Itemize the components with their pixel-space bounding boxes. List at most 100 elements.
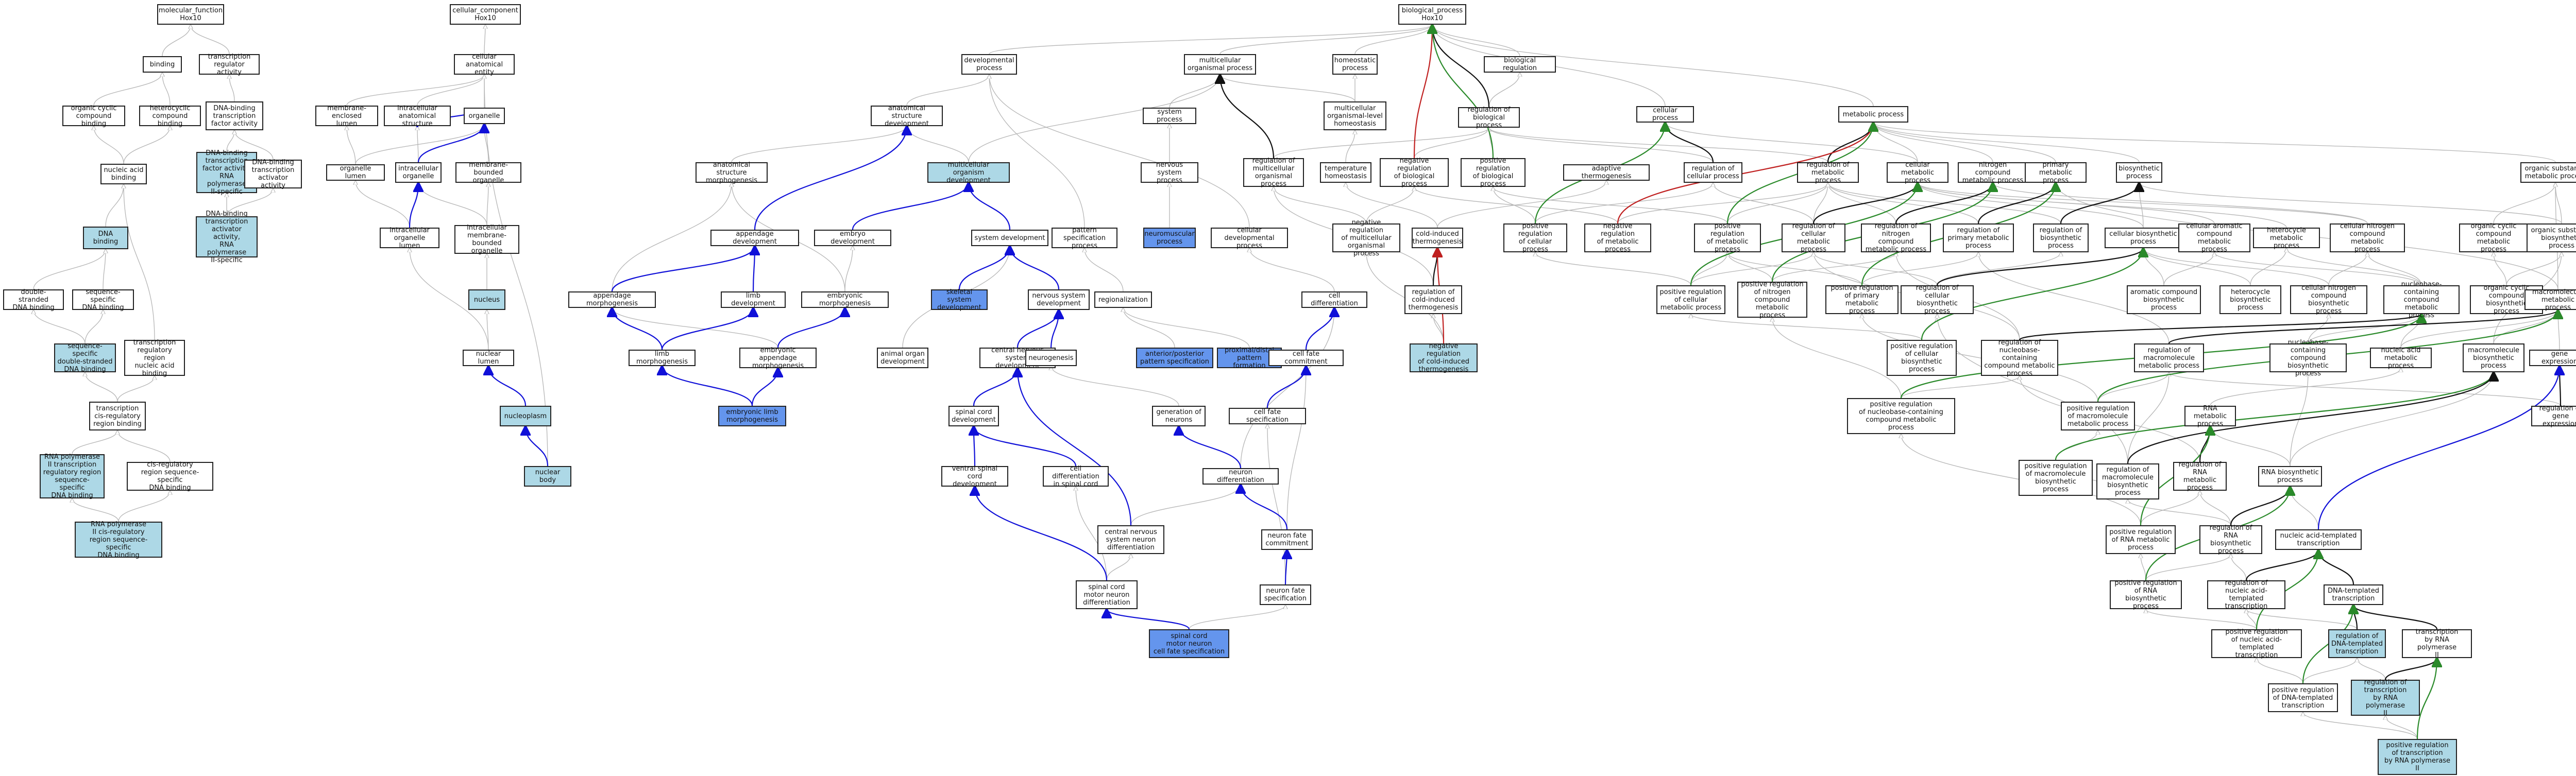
go-term-nuclumen[interactable]: nuclear lumen — [463, 350, 514, 366]
go-term-cncbiosyn[interactable]: cellular nitrogen compound biosynthetic … — [2290, 284, 2367, 315]
go-term-ias[interactable]: intracellular anatomical structure — [384, 105, 451, 128]
go-term-temphom[interactable]: temperature homeostasis — [1320, 162, 1371, 183]
go-term-sysdev[interactable]: system development — [971, 230, 1048, 246]
go-term-posregmacrobiosyn[interactable]: positive regulation of macromolecule bio… — [2019, 460, 2093, 496]
go-term-regmop[interactable]: regulation of multicellular organismal p… — [1243, 157, 1304, 188]
go-term-binding[interactable]: binding — [143, 56, 182, 73]
go-term-regrnamp[interactable]: regulation of RNA metabolic process — [2173, 461, 2227, 492]
go-term-osbiosyn[interactable]: organic substance biosynthetic process — [2527, 223, 2576, 252]
go-term-asm[interactable]: anatomical structure morphogenesis — [696, 161, 768, 184]
go-term-bp[interactable]: biological_process Hox10 — [1398, 4, 1466, 25]
go-term-dnatrans[interactable]: DNA-templated transcription — [2324, 584, 2383, 605]
go-term-ncmp[interactable]: nitrogen compound metabolic process — [1958, 161, 2028, 184]
go-term-treg[interactable]: transcription regulator activity — [199, 53, 260, 76]
go-term-transpol2[interactable]: transcription by RNA polymerase II — [2402, 628, 2472, 659]
go-term-limbdev[interactable]: limb development — [721, 291, 786, 308]
go-term-regnbcmp[interactable]: regulation of nucleobase-containing comp… — [1981, 339, 2058, 377]
go-term-devproc[interactable]: developmental process — [961, 54, 1017, 75]
go-term-rnamp[interactable]: RNA metabolic process — [2184, 405, 2236, 428]
go-term-celldiff[interactable]: cell differentiation — [1301, 291, 1367, 308]
go-term-cellmp[interactable]: cellular metabolic process — [1887, 161, 1948, 184]
go-term-nfs[interactable]: neuron fate specification — [1260, 584, 1311, 605]
go-term-multiorg[interactable]: multicellular organismal process — [1184, 54, 1256, 75]
go-term-regrnabiosyn[interactable]: regulation of RNA biosynthetic process — [2199, 524, 2262, 555]
go-term-negregmop[interactable]: negative regulation of multicellular org… — [1332, 219, 1400, 257]
go-term-acbiosyn[interactable]: aromatic compound biosynthetic process — [2127, 285, 2201, 314]
go-term-regpmp[interactable]: regulation of primary metabolic process — [1943, 223, 2014, 252]
go-term-posregrnabiosyn[interactable]: positive regulation of RNA biosynthetic … — [2110, 579, 2182, 610]
go-term-mbo[interactable]: membrane-bounded organelle — [455, 161, 521, 184]
go-term-genneur[interactable]: generation of neurons — [1152, 406, 1206, 426]
go-term-neuromusc[interactable]: neuromuscular process — [1143, 228, 1196, 248]
go-term-primmp[interactable]: primary metabolic process — [2025, 161, 2087, 184]
go-term-coldthermo[interactable]: cold-induced thermogenesis — [1412, 228, 1463, 248]
go-term-embdev[interactable]: embryo development — [814, 230, 891, 246]
go-term-embmorph[interactable]: embryonic morphogenesis — [801, 291, 889, 308]
go-term-vscdev[interactable]: ventral spinal cord development — [941, 465, 1008, 488]
go-term-bioreg[interactable]: biological regulation — [1484, 56, 1556, 73]
go-term-nsdev[interactable]: nervous system development — [1028, 289, 1090, 310]
go-term-nfc[interactable]: neuron fate commitment — [1261, 529, 1313, 550]
go-term-negregmp[interactable]: negative regulation of metabolic process — [1584, 222, 1651, 253]
go-term-intmbo[interactable]: intracellular membrane-bounded organelle — [454, 224, 519, 255]
go-term-scmncfs[interactable]: spinal cord motor neuron cell fate speci… — [1149, 629, 1229, 658]
go-term-nucbody[interactable]: nuclear body — [524, 466, 571, 487]
go-term-celldiffsc[interactable]: cell differentiation in spinal cord — [1043, 465, 1109, 488]
go-term-neurogenesis[interactable]: neurogenesis — [1025, 350, 1077, 366]
go-term-regcp[interactable]: regulation of cellular process — [1684, 162, 1742, 183]
go-term-cc[interactable]: cellular_component Hox10 — [450, 4, 521, 25]
go-term-dbtact[interactable]: DNA-binding transcription activator acti… — [244, 159, 302, 189]
go-term-crrss[interactable]: cis-regulatory region sequence-specific … — [127, 461, 213, 492]
go-term-orglumen[interactable]: organelle lumen — [326, 164, 385, 181]
go-term-emblimbmorph[interactable]: embryonic limb morphogenesis — [718, 406, 786, 426]
go-term-embappmorph[interactable]: embryonic appendage morphogenesis — [739, 347, 817, 370]
go-term-mel[interactable]: membrane-enclosed lumen — [315, 105, 378, 128]
go-term-mod[interactable]: multicellular organism development — [927, 161, 1010, 184]
go-term-nucleus[interactable]: nucleus — [468, 289, 505, 310]
go-term-regncmp[interactable]: regulation of nitrogen compound metaboli… — [1861, 222, 1931, 253]
go-term-pol2crr[interactable]: RNA polymerase II cis-regulatory region … — [75, 521, 162, 559]
go-term-namp[interactable]: nucleic acid metabolic process — [2370, 347, 2432, 370]
go-term-dnabind[interactable]: DNA binding — [83, 227, 128, 249]
go-term-regcellbiosyn[interactable]: regulation of cellular biosynthetic proc… — [1901, 284, 1974, 315]
go-term-mf[interactable]: molecular_function Hox10 — [157, 4, 224, 25]
go-term-posregpmp[interactable]: positive regulation of primary metabolic… — [1825, 284, 1899, 315]
go-term-nabind[interactable]: nucleic acid binding — [100, 164, 147, 184]
go-term-posregnbcmp[interactable]: positive regulation of nucleobase-contai… — [1847, 398, 1955, 434]
go-term-neurdiff[interactable]: neuron differentiation — [1202, 468, 1279, 485]
go-term-intorg[interactable]: intracellular organelle — [395, 162, 442, 183]
go-term-nsproc[interactable]: nervous system process — [1141, 161, 1198, 184]
go-term-dbtactpol2[interactable]: DNA-binding transcription activator acti… — [196, 210, 258, 264]
go-term-celldevproc[interactable]: cellular developmental process — [1211, 227, 1288, 250]
go-term-regbp[interactable]: regulation of biological process — [1458, 106, 1520, 129]
go-term-appdev[interactable]: appendage development — [710, 230, 799, 246]
go-term-posregcp[interactable]: positive regulation of cellular process — [1503, 222, 1567, 253]
go-term-camp[interactable]: cellular aromatic compound metabolic pro… — [2178, 222, 2250, 253]
go-term-nbcbiosyn[interactable]: nucleobase-containing compound biosynthe… — [2269, 339, 2347, 377]
go-term-adapthermo[interactable]: adaptive thermogenesis — [1563, 164, 1650, 181]
go-term-regcoldthermo[interactable]: regulation of cold-induced thermogenesis — [1404, 285, 1462, 314]
go-term-natrans[interactable]: nucleic acid-templated transcription — [2275, 529, 2362, 550]
go-term-geneexpr[interactable]: gene expression — [2529, 350, 2576, 366]
go-term-appmorph[interactable]: appendage morphogenesis — [568, 291, 656, 308]
go-term-posregcmp[interactable]: positive regulation of cellular metaboli… — [1656, 285, 1725, 314]
go-term-nbcmp[interactable]: nucleobase-containing compound metabolic… — [2383, 281, 2460, 319]
go-term-hetmp[interactable]: heterocycle metabolic process — [2253, 227, 2320, 250]
go-term-sysproc[interactable]: system process — [1143, 108, 1196, 124]
go-term-cae[interactable]: cellular anatomical entity — [454, 53, 515, 76]
go-term-ocbind[interactable]: organic cyclic compound binding — [62, 105, 125, 128]
go-term-scdev[interactable]: spinal cord development — [948, 406, 999, 426]
go-term-posregtranspol2[interactable]: positive regulation of transcription by … — [2378, 739, 2457, 775]
go-term-posregdnatrans[interactable]: positive regulation of DNA-templated tra… — [2268, 683, 2338, 712]
go-term-seqdna[interactable]: sequence-specific DNA binding — [72, 288, 134, 312]
go-term-negregbp[interactable]: negative regulation of biological proces… — [1380, 157, 1449, 188]
go-term-cellspec[interactable]: cell fate specification — [1229, 408, 1306, 424]
go-term-biosyn[interactable]: biosynthetic process — [2116, 162, 2162, 183]
go-term-regmacromp[interactable]: regulation of macromolecule metabolic pr… — [2134, 343, 2204, 372]
go-term-posregncmp[interactable]: positive regulation of nitrogen compound… — [1737, 281, 1807, 319]
go-term-apspec[interactable]: anterior/posterior pattern specification — [1136, 348, 1213, 368]
go-term-trrnabind[interactable]: transcription regulatory region nucleic … — [124, 339, 185, 377]
go-term-tcrrbind[interactable]: transcription cis-regulatory region bind… — [89, 402, 146, 430]
go-term-pol2trr[interactable]: RNA polymerase II transcription regulato… — [40, 453, 105, 499]
go-term-hetbiosyn[interactable]: heterocycle biosynthetic process — [2219, 285, 2281, 314]
